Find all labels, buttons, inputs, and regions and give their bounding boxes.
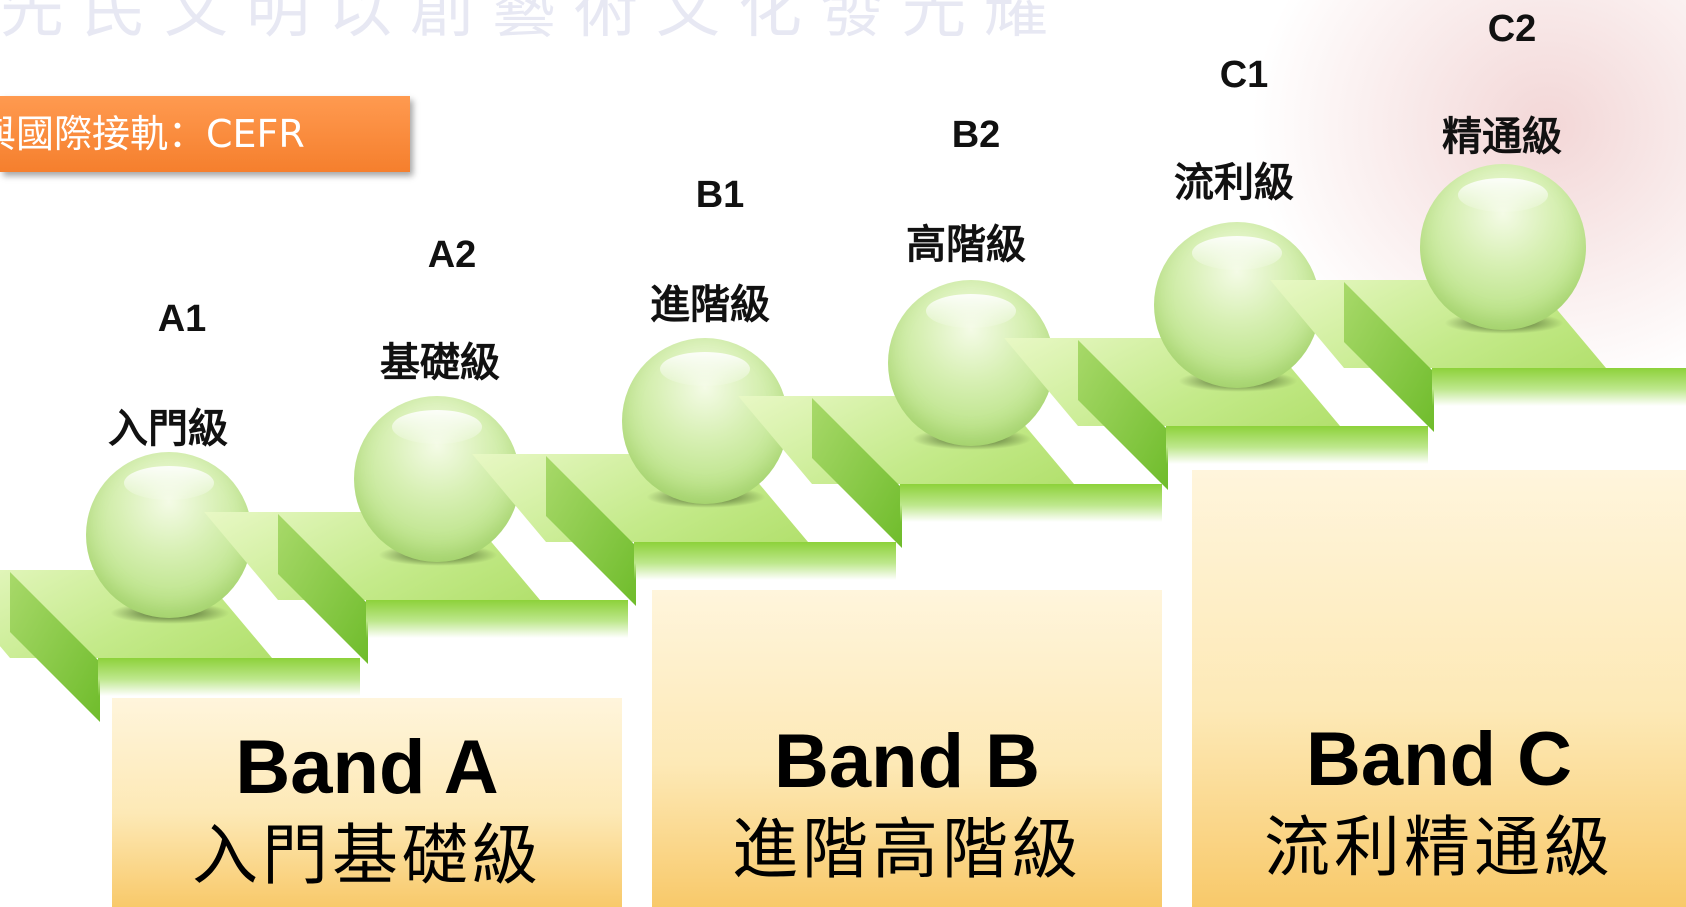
band-a-subtitle: 入門基礎級 [192, 817, 542, 894]
step-a2-front [366, 600, 628, 638]
level-b1-name: 進階級 [650, 281, 770, 328]
band-c-subtitle: 流利精通級 [1264, 809, 1614, 886]
level-b1-code: B1 [695, 174, 745, 216]
band-a-title: Band A [235, 725, 499, 810]
step-c2-front [1432, 368, 1686, 406]
level-c1-code: C1 [1219, 54, 1269, 96]
level-a1-name: 入門級 [108, 405, 228, 452]
level-a2-code: A2 [427, 234, 477, 276]
sphere-c2 [1420, 164, 1586, 330]
step-b1-front [634, 542, 896, 580]
level-b2-name: 高階級 [906, 221, 1026, 268]
band-c-title: Band C [1306, 717, 1572, 802]
level-a2-name: 基礎級 [380, 339, 500, 386]
level-c1-name: 流利級 [1174, 159, 1294, 206]
level-c2-code: C2 [1487, 8, 1537, 50]
step-c1-front [1166, 426, 1428, 464]
band-b-title: Band B [774, 719, 1040, 804]
band-b-box: Band B 進階高階級 [652, 590, 1162, 907]
page-title: 與國際接軌：CEFR [0, 112, 305, 156]
band-a-box: Band A 入門基礎級 [112, 698, 622, 907]
band-c-box: Band C 流利精通級 [1192, 470, 1686, 907]
title-banner: 與國際接軌：CEFR [0, 96, 410, 172]
level-a1-code: A1 [157, 298, 207, 340]
level-b2-code: B2 [951, 114, 1001, 156]
step-a1-front [98, 658, 360, 696]
sphere-b1 [622, 338, 788, 504]
level-c2-name: 精通級 [1442, 113, 1562, 160]
background-text: 先民文明以創藝術文化發光耀 [0, 0, 1066, 47]
step-b2-front [900, 484, 1162, 522]
band-b-subtitle: 進階高階級 [732, 811, 1082, 888]
